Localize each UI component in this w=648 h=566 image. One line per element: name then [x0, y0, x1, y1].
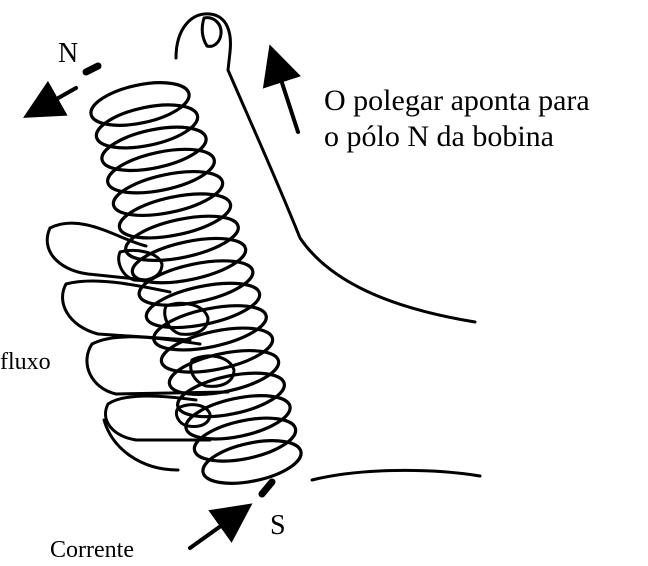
north-lead — [86, 66, 98, 72]
thumbnail-outline — [202, 18, 221, 47]
thumb-outline — [176, 14, 475, 322]
current-arrow — [190, 508, 246, 548]
middle-nail — [165, 303, 208, 334]
north-pole-label: N — [58, 40, 78, 68]
flux-label: fluxo — [0, 350, 51, 374]
thumb-caption-line2: o pólo N da bobina — [324, 122, 554, 152]
thumb-caption-line1: O polegar aponta para — [324, 86, 590, 116]
thumb-arrow — [272, 52, 298, 132]
north-arrow — [30, 88, 76, 114]
palm-outline — [104, 420, 178, 470]
wrist-outline — [312, 470, 480, 480]
little-finger — [106, 396, 210, 440]
south-pole-label: S — [270, 512, 286, 540]
current-label: Corrente — [50, 538, 134, 562]
south-lead — [262, 482, 272, 494]
middle-finger — [63, 281, 190, 340]
